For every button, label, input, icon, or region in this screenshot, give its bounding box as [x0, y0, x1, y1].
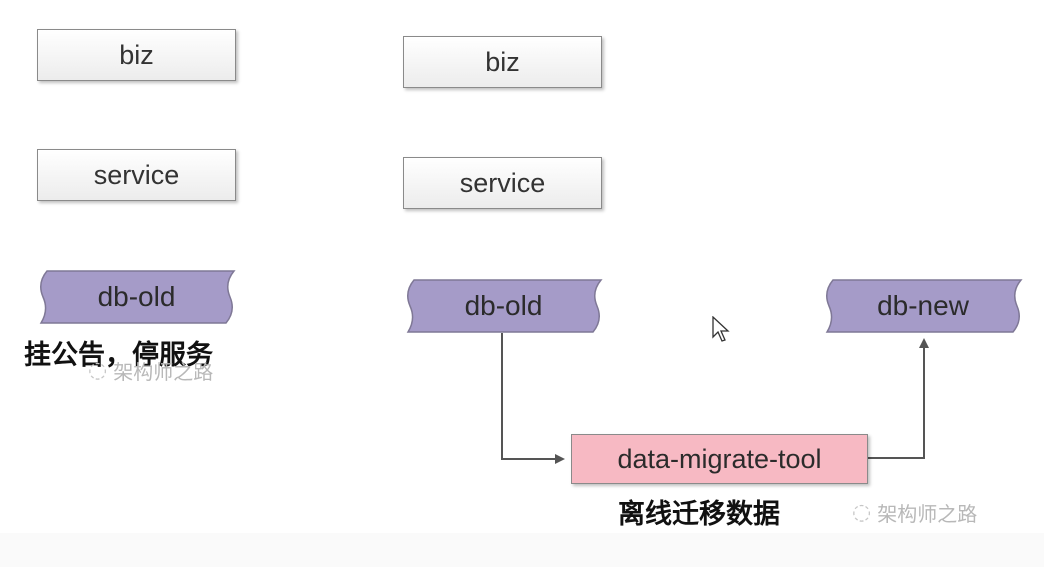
service-box-right: service: [403, 157, 602, 209]
bottom-band: [0, 533, 1044, 567]
db-shape-new: [825, 279, 1023, 333]
tool-label: data-migrate-tool: [617, 443, 822, 474]
biz-box-right: biz: [403, 36, 602, 88]
right-caption: 离线迁移数据: [618, 499, 780, 530]
db-old-label-right: db-old: [464, 290, 543, 321]
arrow-dbold-to-tool: [501, 333, 565, 464]
db-shape-left: [39, 270, 236, 324]
service-box-left: service: [37, 149, 236, 201]
arrow-tool-to-dbnew: [868, 338, 929, 459]
db-old-label-left: db-old: [97, 281, 176, 312]
db-new-label: db-new: [877, 290, 969, 321]
db-old-left: db-old: [37, 270, 236, 324]
watermark-left: ◌ 架构师之路: [88, 356, 213, 385]
biz-label-right: biz: [485, 46, 520, 77]
db-new: db-new: [823, 279, 1023, 333]
watermark-left-text: 架构师之路: [113, 360, 214, 384]
watermark-right: ◌ 架构师之路: [852, 498, 977, 527]
watermark-right-text: 架构师之路: [877, 502, 978, 526]
db-old-right: db-old: [404, 279, 603, 333]
biz-label-left: biz: [119, 39, 154, 70]
left-caption: 挂公告，停服务: [24, 340, 213, 371]
data-migrate-tool-box: data-migrate-tool: [571, 434, 868, 484]
biz-box-left: biz: [37, 29, 236, 81]
wechat-icon-right: ◌: [852, 500, 872, 525]
service-label-left: service: [93, 159, 180, 190]
db-shape-right: [406, 279, 603, 333]
mouse-cursor-icon: [712, 316, 730, 342]
wechat-icon: ◌: [88, 358, 108, 383]
service-label-right: service: [459, 167, 546, 198]
